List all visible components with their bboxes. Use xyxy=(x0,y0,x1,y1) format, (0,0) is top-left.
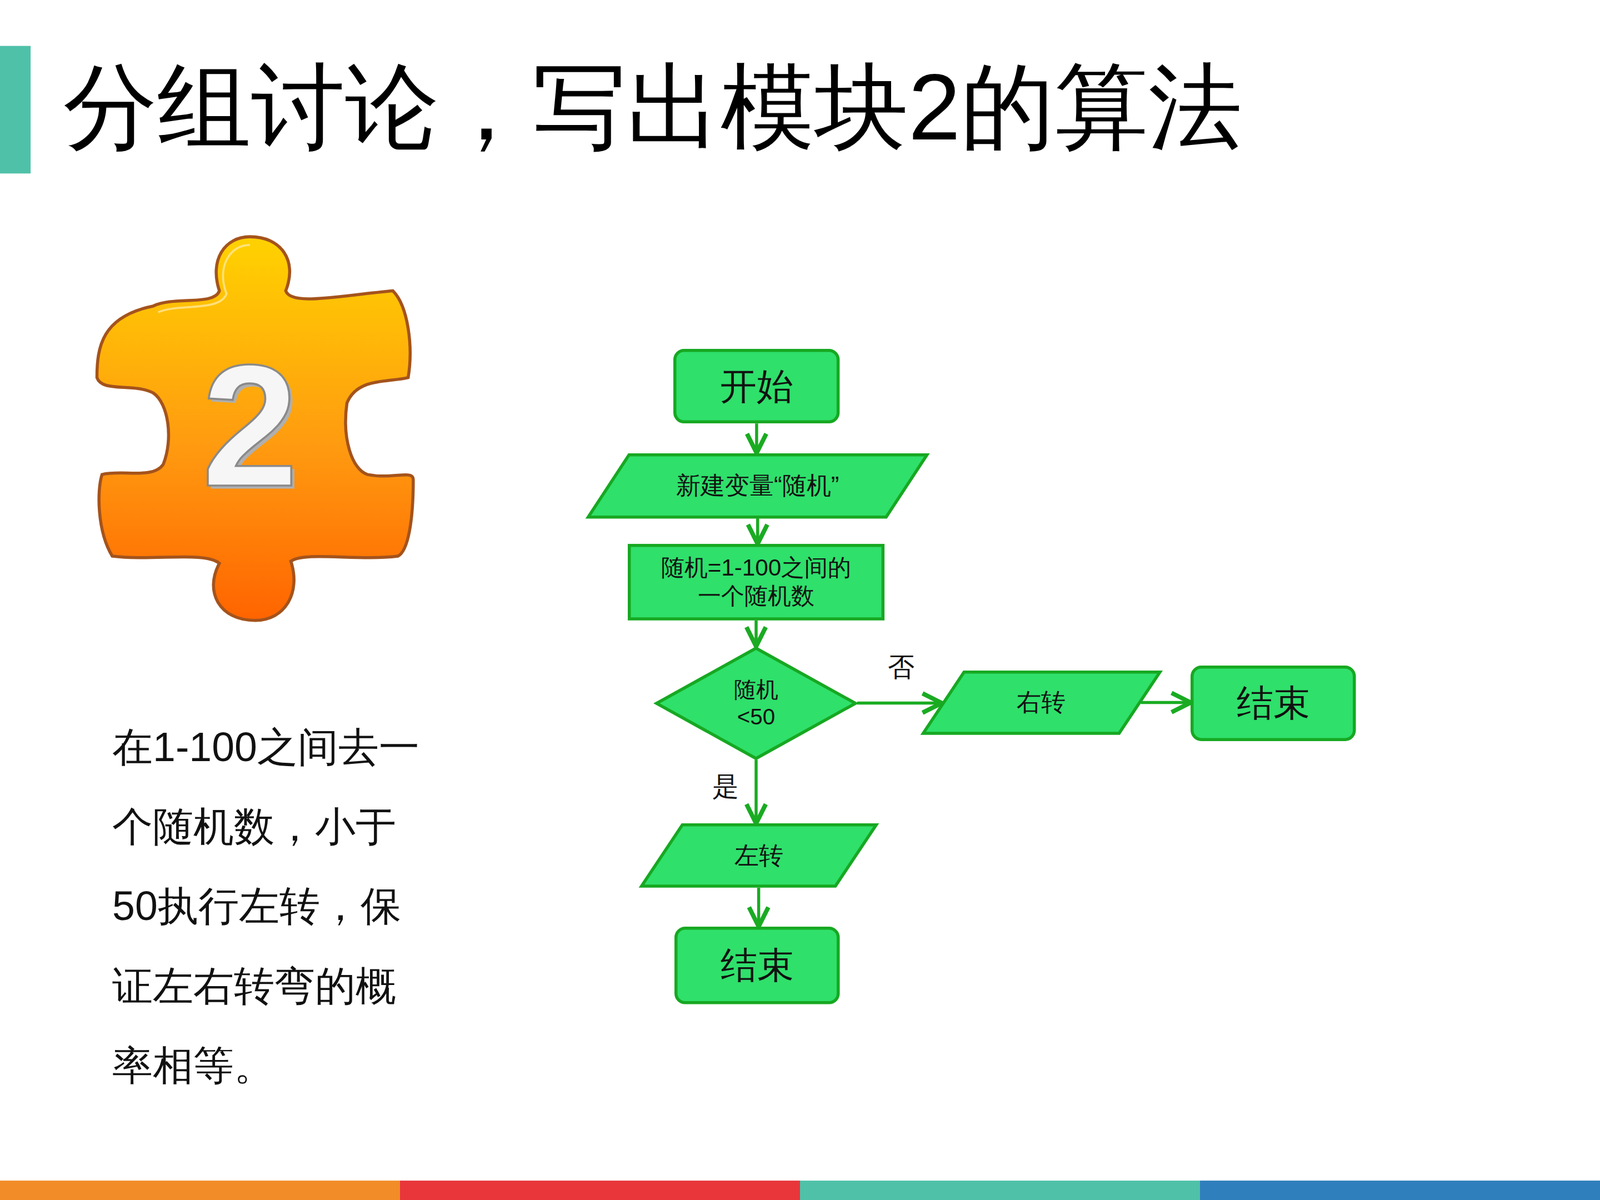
flow-arrow xyxy=(1140,701,1191,705)
node-text: 结束 xyxy=(720,943,794,988)
flow-arrow xyxy=(757,887,761,927)
footer-bar xyxy=(800,1180,1200,1200)
node-shape xyxy=(629,545,884,619)
puzzle-highlight xyxy=(158,245,250,313)
footer-bar xyxy=(400,1180,800,1200)
end-terminal: 结束 xyxy=(1190,665,1357,742)
node-shape xyxy=(656,647,856,758)
node-text: 右转 xyxy=(1016,687,1066,718)
node-text: 新建变量“随机” xyxy=(676,471,839,501)
slide-title: 分组讨论，写出模块2的算法 xyxy=(63,53,1243,162)
node-text: 左转 xyxy=(734,841,784,871)
puzzle-number: 2 xyxy=(153,338,348,513)
node-shape xyxy=(1192,666,1355,739)
node-shape xyxy=(588,454,928,517)
io-parallelogram: 左转 xyxy=(640,823,878,888)
decision-diamond: 随机 <50 xyxy=(655,646,858,760)
end-terminal: 结束 xyxy=(674,926,840,1005)
io-parallelogram: 右转 xyxy=(921,670,1162,735)
branch-label: 否 xyxy=(885,651,917,683)
process-box: 随机=1-100之间的 一个随机数 xyxy=(627,543,885,621)
flow-arrow xyxy=(754,620,758,647)
node-text: 开始 xyxy=(720,364,794,409)
puzzle-piece xyxy=(96,236,413,621)
node-outline xyxy=(655,646,858,760)
footer-bar xyxy=(0,1180,400,1200)
flow-arrow xyxy=(754,760,758,824)
node-shape xyxy=(922,671,1160,733)
branch-label: 是 xyxy=(710,770,742,803)
flow-arrow xyxy=(755,423,759,453)
start-terminal: 开始 xyxy=(673,348,840,424)
flow-arrow xyxy=(857,701,942,705)
node-shape xyxy=(676,928,839,1003)
description-text: 在1-100之间去一个随机数，小于50执行左转，保证左右转弯的概率相等。 xyxy=(112,707,431,1105)
node-shape xyxy=(675,350,839,423)
io-parallelogram: 新建变量“随机” xyxy=(586,453,929,519)
flow-arrow xyxy=(756,518,760,544)
node-text: 随机 <50 xyxy=(724,676,788,730)
node-text: 结束 xyxy=(1236,681,1310,725)
title-accent-bar xyxy=(0,46,31,174)
node-shape xyxy=(641,825,876,887)
footer-bar xyxy=(1200,1180,1600,1200)
node-text: 随机=1-100之间的 一个随机数 xyxy=(637,553,875,610)
